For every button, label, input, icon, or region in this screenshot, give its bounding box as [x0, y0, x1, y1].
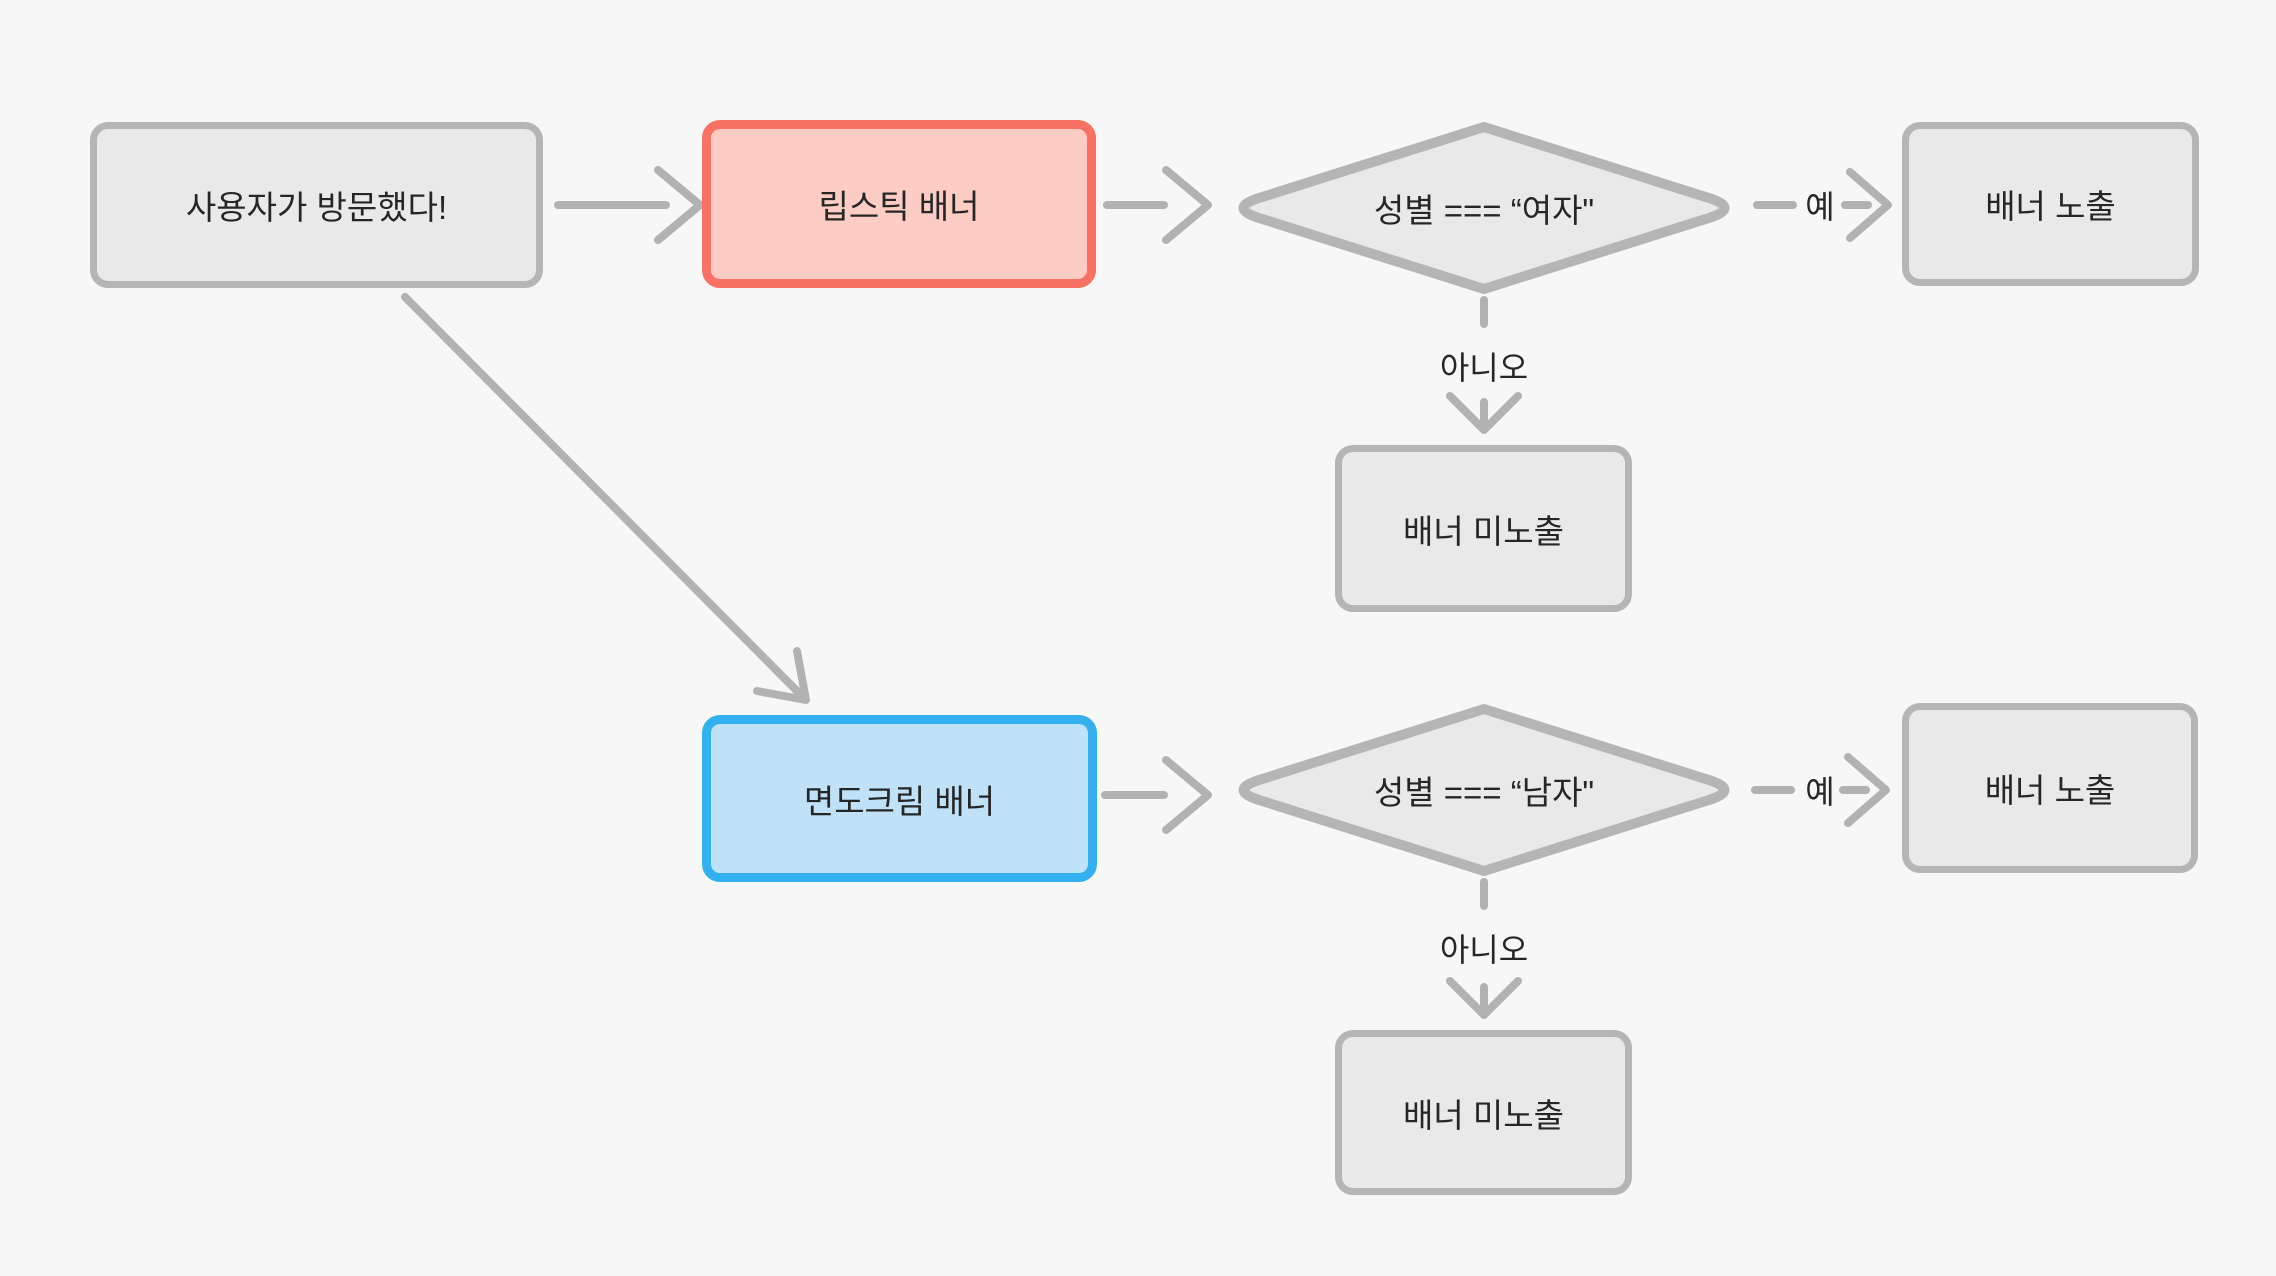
node-lipstick-banner[interactable]: 립스틱 배너: [702, 120, 1096, 288]
edge-label-yes-bottom: 예: [1805, 774, 1835, 810]
node-male-check[interactable]: 성별 === “남자": [1223, 702, 1745, 878]
node-female-check-label: 성별 === “여자": [1373, 192, 1595, 229]
edge-start-to-lipstick: [554, 166, 704, 244]
node-banner-show-bottom-label: 배너 노출: [1984, 772, 2116, 809]
edge-lipstick-to-female-check: [1103, 166, 1212, 244]
node-lipstick-banner-label: 립스틱 배너: [818, 188, 980, 225]
edge-shaving-to-male-check: [1101, 756, 1212, 834]
node-banner-hide-top[interactable]: 배너 미노출: [1335, 445, 1632, 612]
diamond-shape-female: [1238, 122, 1730, 294]
edge-start-to-shaving: [401, 293, 810, 704]
node-start[interactable]: 사용자가 방문했다!: [90, 122, 543, 288]
node-banner-hide-bottom[interactable]: 배너 미노출: [1335, 1030, 1632, 1195]
node-start-label: 사용자가 방문했다!: [185, 189, 448, 226]
node-shaving-banner[interactable]: 면도크림 배너: [702, 715, 1097, 882]
diamond-shape-male: [1238, 704, 1730, 876]
edge-male-check-yes: [1751, 753, 1890, 827]
node-banner-show-top-label: 배너 노출: [1985, 188, 2116, 225]
node-banner-hide-bottom-label: 배너 미노출: [1403, 1096, 1564, 1134]
edge-label-yes-top: 예: [1805, 189, 1835, 225]
node-banner-hide-top-label: 배너 미노출: [1403, 512, 1564, 550]
node-banner-show-bottom[interactable]: 배너 노출: [1902, 703, 2198, 873]
edge-male-check-no: [1446, 878, 1522, 1019]
edge-female-check-no: [1446, 296, 1522, 434]
edge-female-check-yes: [1753, 168, 1892, 242]
edge-label-no-bottom: 아니오: [1439, 932, 1529, 968]
node-male-check-label: 성별 === “남자": [1373, 774, 1595, 811]
node-shaving-banner-label: 면도크림 배너: [803, 782, 996, 820]
node-female-check[interactable]: 성별 === “여자": [1223, 120, 1745, 296]
node-banner-show-top[interactable]: 배너 노출: [1902, 122, 2199, 286]
edge-label-no-top: 아니오: [1439, 350, 1529, 386]
